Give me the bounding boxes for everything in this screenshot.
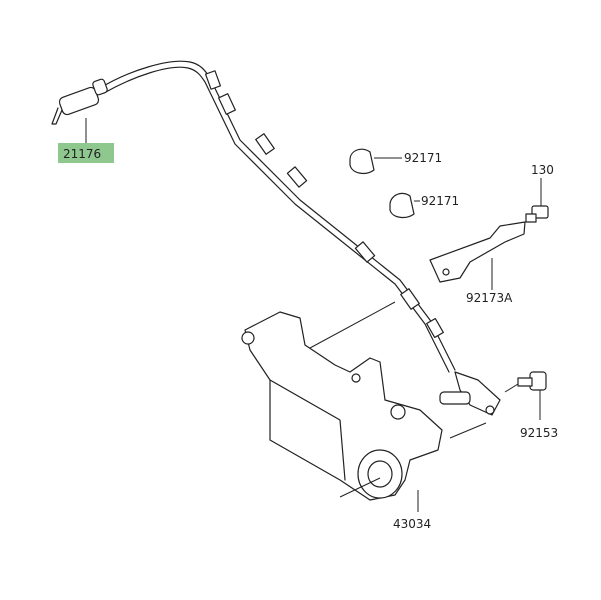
clamp-92171-a [349, 148, 402, 175]
part-label-92153[interactable]: 92153 [520, 426, 558, 440]
clamp-92171-b [389, 192, 420, 219]
bracket-92173A [429, 221, 526, 290]
sensor-cable [99, 60, 456, 373]
part-label-92173A[interactable]: 92173A [466, 291, 513, 305]
part-label-43034[interactable]: 43034 [393, 517, 431, 531]
sensor-connector [51, 78, 108, 143]
part-label-92171[interactable]: 92171 [404, 151, 442, 165]
part-label-highlight [58, 143, 114, 163]
bolt-130 [525, 205, 549, 223]
part-label-92171-2[interactable]: 92171 [421, 194, 459, 208]
caliper-bracket-43034 [241, 301, 443, 512]
bolt-92153 [504, 371, 547, 420]
speed-sensor [439, 371, 501, 439]
part-label-130[interactable]: 130 [531, 163, 554, 177]
part-label-21176[interactable]: 21176 [63, 147, 101, 161]
